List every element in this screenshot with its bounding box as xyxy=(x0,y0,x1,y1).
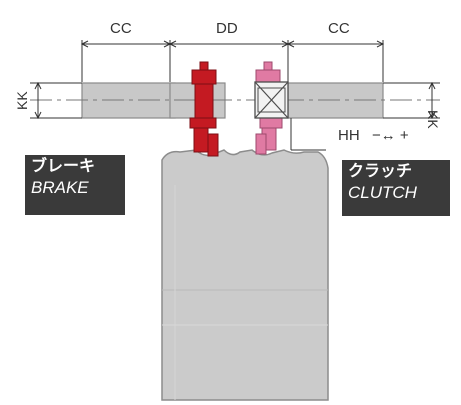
clutch-label: クラッチ CLUTCH xyxy=(342,160,450,216)
hh-label: HH xyxy=(338,127,360,144)
kk-left-dimension xyxy=(30,81,82,120)
clutch-label-en: CLUTCH xyxy=(348,183,417,202)
brake-assembly xyxy=(189,61,219,157)
kk-left-label: KK xyxy=(14,91,30,110)
cc-left-label: CC xyxy=(110,20,132,37)
kk-right-dimension xyxy=(383,81,440,120)
kk-right-label: KK xyxy=(425,110,441,129)
brake-label: ブレーキ BRAKE xyxy=(25,155,125,215)
brake-label-jp: ブレーキ xyxy=(31,156,96,175)
housing xyxy=(161,149,329,401)
clutch-label-jp: クラッチ xyxy=(348,161,413,180)
clutch-bearing xyxy=(254,81,289,119)
brake-label-en: BRAKE xyxy=(31,178,89,197)
hh-range-label: −↔ + xyxy=(372,127,409,144)
dimension-lines-top xyxy=(80,40,385,82)
hh-dimension xyxy=(290,118,326,151)
dd-label: DD xyxy=(216,20,238,37)
cc-right-label: CC xyxy=(328,20,350,37)
